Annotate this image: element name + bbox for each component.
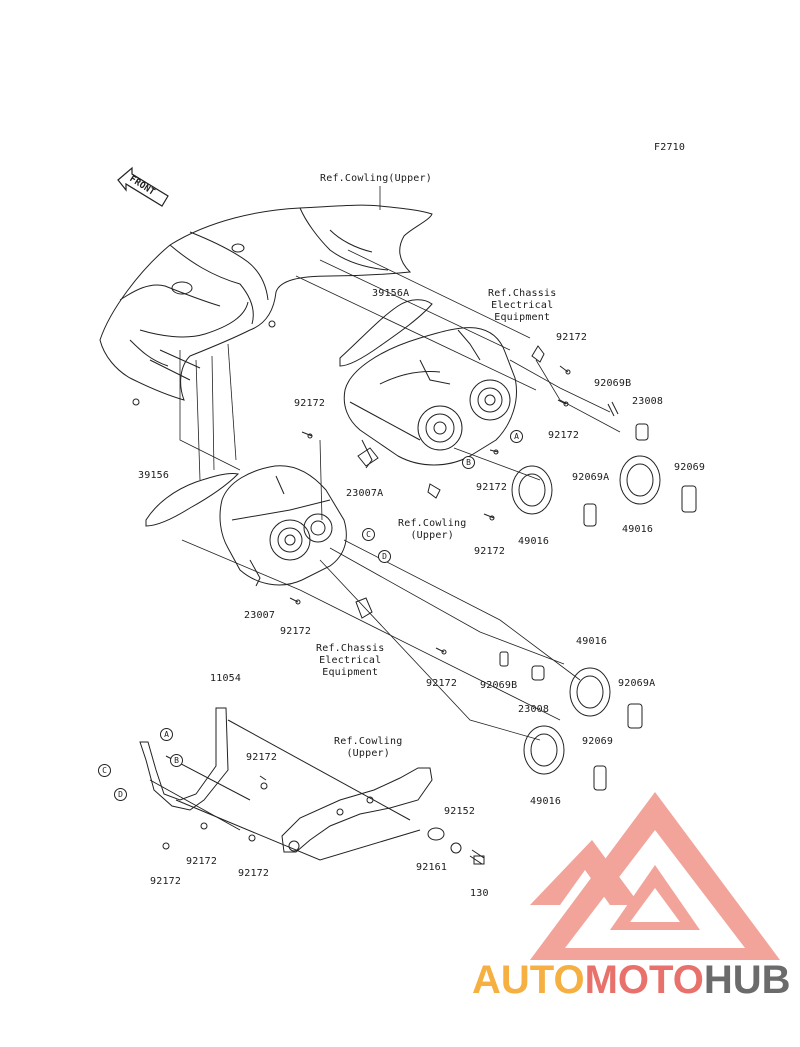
part-92152: 92152 [444,806,476,817]
part-49016: 49016 [530,796,562,807]
part-92172: 92172 [476,482,508,493]
part-92172: 92172 [556,332,588,343]
lamp-strip-39156A-drawing [339,299,433,367]
ref-cowling-upper-mid: Ref.Cowling (Upper) [398,518,467,541]
right-cluster-parts [301,345,697,527]
part-92069B: 92069B [594,378,632,389]
part-23007: 23007 [244,610,276,621]
part-92172: 92172 [548,430,580,441]
part-92069B: 92069B [480,680,518,691]
part-92172: 92172 [426,678,458,689]
part-92172: 92172 [280,626,312,637]
ref-cowling-upper-bracket: Ref.Cowling (Upper) [334,736,403,759]
front-arrow-icon [117,166,169,207]
part-49016: 49016 [576,636,608,647]
marker-b: B [462,456,475,469]
marker-a: A [510,430,523,443]
stay-bracket-drawing [281,767,485,865]
part-92069: 92069 [582,736,614,747]
marker-a: A [160,728,173,741]
watermark-triangle-icon [530,792,780,960]
part-49016: 49016 [622,524,654,535]
part-39156A: 39156A [372,288,410,299]
part-92172: 92172 [186,856,218,867]
headlight-right-drawing [343,327,517,469]
part-92172: 92172 [246,752,278,763]
marker-b: B [170,754,183,767]
watermark-logo: AUTOMOTOHUB [472,958,791,1002]
part-130: 130 [470,888,489,899]
part-49016: 49016 [518,536,550,547]
part-92069A: 92069A [572,472,610,483]
leader-lines [179,249,621,741]
ref-cowling-upper-top: Ref.Cowling(Upper) [320,173,432,184]
marker-c: C [362,528,375,541]
part-92161: 92161 [416,862,448,873]
part-92172: 92172 [294,398,326,409]
part-23008: 23008 [632,396,664,407]
marker-d: D [114,788,127,801]
part-23008: 23008 [518,704,550,715]
marker-c: C [98,764,111,777]
ref-chassis-top: Ref.Chassis Electrical Equipment [488,288,557,323]
headlight-left-drawing [219,465,347,587]
part-92172: 92172 [474,546,506,557]
lower-cluster-parts [289,597,643,791]
part-92172: 92172 [238,868,270,879]
part-11054: 11054 [210,673,242,684]
part-92172: 92172 [150,876,182,887]
upper-cowling-drawing [99,204,433,406]
part-39156: 39156 [138,470,170,481]
ref-chassis-bottom: Ref.Chassis Electrical Equipment [316,643,385,678]
diagram-code: F2710 [654,142,686,153]
part-92069: 92069 [674,462,706,473]
lamp-strip-39156-drawing [145,473,240,527]
bracket-11054-drawing [139,707,421,861]
marker-d: D [378,550,391,563]
part-23007A: 23007A [346,488,384,499]
part-92069A: 92069A [618,678,656,689]
